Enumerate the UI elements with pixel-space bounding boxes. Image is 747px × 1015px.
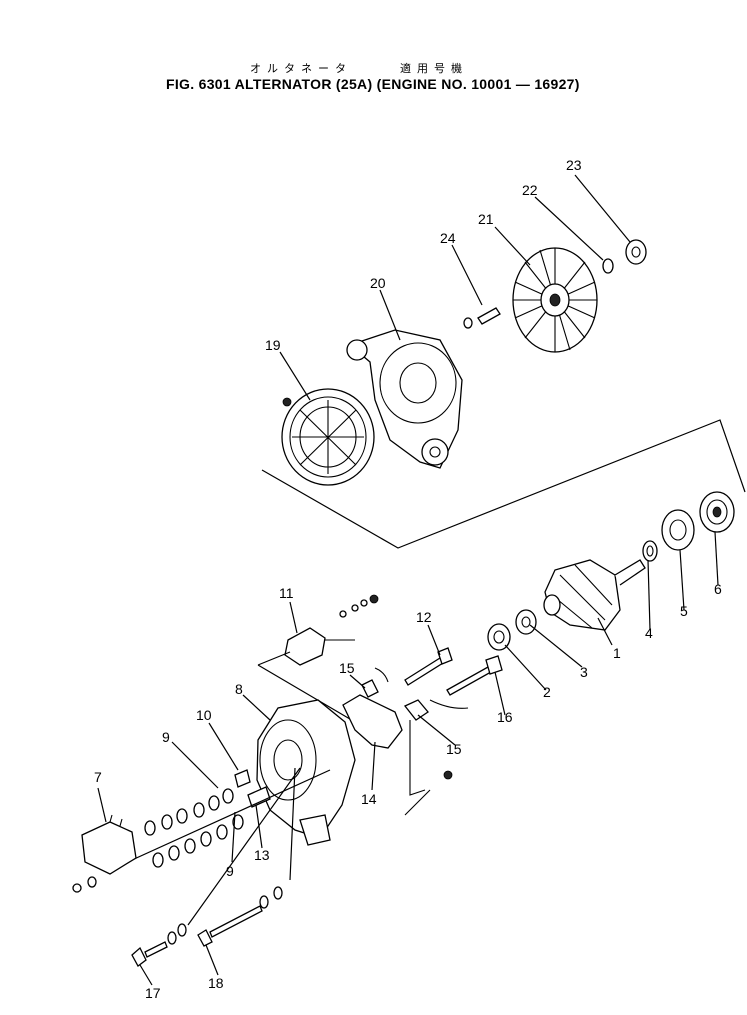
part-front-bracket — [346, 329, 463, 469]
callout-20: 20 — [370, 275, 386, 291]
wire-lead — [409, 720, 426, 796]
part-rotor — [543, 559, 646, 631]
part-regulator-bracket — [342, 694, 403, 749]
part-bearing-4 — [642, 540, 658, 562]
part-clip-15b — [403, 699, 429, 721]
callout-12: 12 — [416, 609, 432, 625]
callout-15b: 15 — [446, 741, 462, 757]
callout-labels: 1 2 3 4 5 6 7 8 9 9 10 11 12 13 14 15 15… — [94, 157, 722, 1001]
part-bearing-2 — [487, 623, 511, 651]
part-regulator — [72, 814, 137, 893]
leader-lines — [97, 174, 719, 986]
part-pulley-nut — [625, 239, 647, 265]
part-spacer-10 — [234, 769, 251, 788]
callout-19: 19 — [265, 337, 281, 353]
part-spacer-13 — [247, 786, 271, 808]
part-through-bolt-18 — [197, 886, 283, 947]
callout-9b: 9 — [226, 863, 234, 879]
callout-6: 6 — [714, 581, 722, 597]
part-bolt-12 — [404, 657, 444, 686]
part-brush-holder — [284, 594, 379, 666]
part-fan — [512, 247, 598, 353]
callout-18: 18 — [208, 975, 224, 991]
callout-14: 14 — [361, 791, 377, 807]
group-outline-lower — [257, 651, 356, 723]
callout-17: 17 — [145, 985, 161, 1001]
callout-23: 23 — [566, 157, 582, 173]
part-bolt-16 — [446, 666, 492, 696]
callout-11: 11 — [279, 585, 294, 601]
callout-15: 15 — [339, 660, 355, 676]
callout-13: 13 — [254, 847, 270, 863]
callout-16: 16 — [497, 709, 513, 725]
callout-1: 1 — [613, 645, 621, 661]
group-outline-upper — [261, 419, 746, 549]
part-through-bolt-17 — [131, 923, 187, 967]
washer-row-lower — [152, 814, 244, 868]
callout-4: 4 — [645, 625, 653, 641]
part-lock-washer — [602, 258, 614, 274]
assembly-line — [109, 769, 331, 871]
figure-title: FIG. 6301 ALTERNATOR (25A) (ENGINE NO. 1… — [166, 76, 580, 92]
part-clip-15a — [361, 679, 379, 698]
callout-21: 21 — [478, 211, 494, 227]
part-bolt-24 — [463, 307, 501, 329]
callout-9: 9 — [162, 729, 170, 745]
part-bearing-6 — [699, 491, 735, 533]
callout-8: 8 — [235, 681, 243, 697]
part-bearing-retainer-5 — [661, 509, 695, 551]
japanese-title: オルタネータ適用号機 — [250, 63, 468, 75]
washer-row-upper — [144, 788, 234, 836]
part-bearing-3 — [515, 609, 537, 635]
callout-3: 3 — [580, 664, 588, 680]
callout-2: 2 — [543, 684, 551, 700]
callout-10: 10 — [196, 707, 212, 723]
callout-24: 24 — [440, 230, 456, 246]
callout-7: 7 — [94, 769, 102, 785]
callout-5: 5 — [680, 603, 688, 619]
part-rear-housing — [256, 699, 356, 846]
part-stator — [281, 388, 375, 486]
callout-22: 22 — [522, 182, 538, 198]
